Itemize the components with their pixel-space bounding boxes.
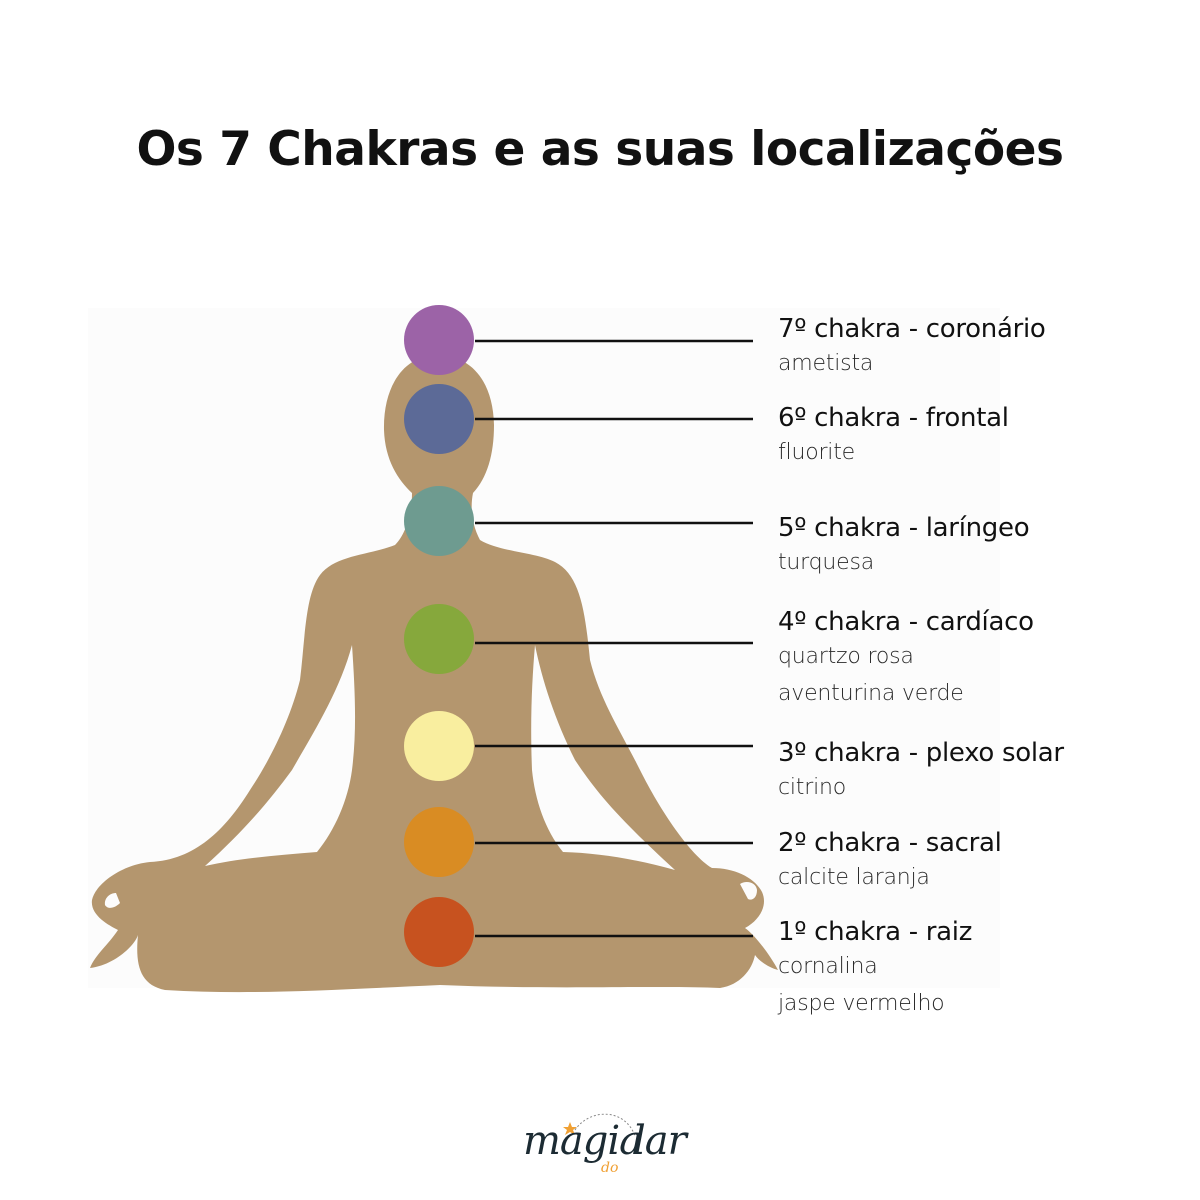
chakra-stone: calcite laranja <box>778 865 930 890</box>
chakra-stone: turquesa <box>778 550 875 575</box>
chakra-6-label: 6º chakra - frontal fluorite <box>778 402 1009 471</box>
chakra-stone: jaspe vermelho <box>778 991 945 1016</box>
chakra-stone: quartzo rosa <box>778 644 914 669</box>
chakra-stone: ametista <box>778 351 874 376</box>
logo-word-lar: lar <box>633 1118 687 1164</box>
logo-decoration <box>563 1113 636 1137</box>
chakra-3-circle <box>404 711 474 781</box>
chakra-3-label: 3º chakra - plexo solar citrino <box>778 737 1064 806</box>
chakra-6-circle <box>404 384 474 454</box>
chakra-name: 5º chakra - laríngeo <box>778 513 1030 543</box>
chakra-circles <box>404 305 474 967</box>
logo-subtext: do <box>601 1160 619 1176</box>
logo-word-magia: magia <box>523 1118 643 1164</box>
chakra-2-label: 2º chakra - sacral calcite laranja <box>778 827 1002 896</box>
chakra-name: 2º chakra - sacral <box>778 828 1002 858</box>
star-icon <box>563 1122 577 1135</box>
chakra-stone: fluorite <box>778 440 855 465</box>
chakra-name: 7º chakra - coronário <box>778 314 1046 344</box>
brand-logo: magia lar do <box>515 1108 695 1188</box>
chakra-name: 6º chakra - frontal <box>778 403 1009 433</box>
chakra-5-circle <box>404 486 474 556</box>
chakra-name: 3º chakra - plexo solar <box>778 738 1064 768</box>
page-title: Os 7 Chakras e as suas localizações <box>136 122 1064 177</box>
chakra-7-label: 7º chakra - coronário ametista <box>778 313 1046 382</box>
chakra-4-circle <box>404 604 474 674</box>
connector-lines <box>475 339 753 938</box>
chakra-1-label: 1º chakra - raiz cornalina jaspe vermelh… <box>778 916 972 1022</box>
chakra-name: 1º chakra - raiz <box>778 917 973 947</box>
chakra-2-circle <box>404 807 474 877</box>
chakra-5-label: 5º chakra - laríngeo turquesa <box>778 512 1030 581</box>
logo-dashed-arc <box>574 1113 636 1137</box>
chakra-name: 4º chakra - cardíaco <box>778 607 1034 637</box>
chakra-stone: cornalina <box>778 954 878 979</box>
chakra-4-label: 4º chakra - cardíaco quartzo rosa aventu… <box>778 606 1034 712</box>
chakra-stone: aventurina verde <box>778 681 964 706</box>
chakra-7-circle <box>404 305 474 375</box>
chakra-stone: citrino <box>778 775 846 800</box>
chakra-1-circle <box>404 897 474 967</box>
